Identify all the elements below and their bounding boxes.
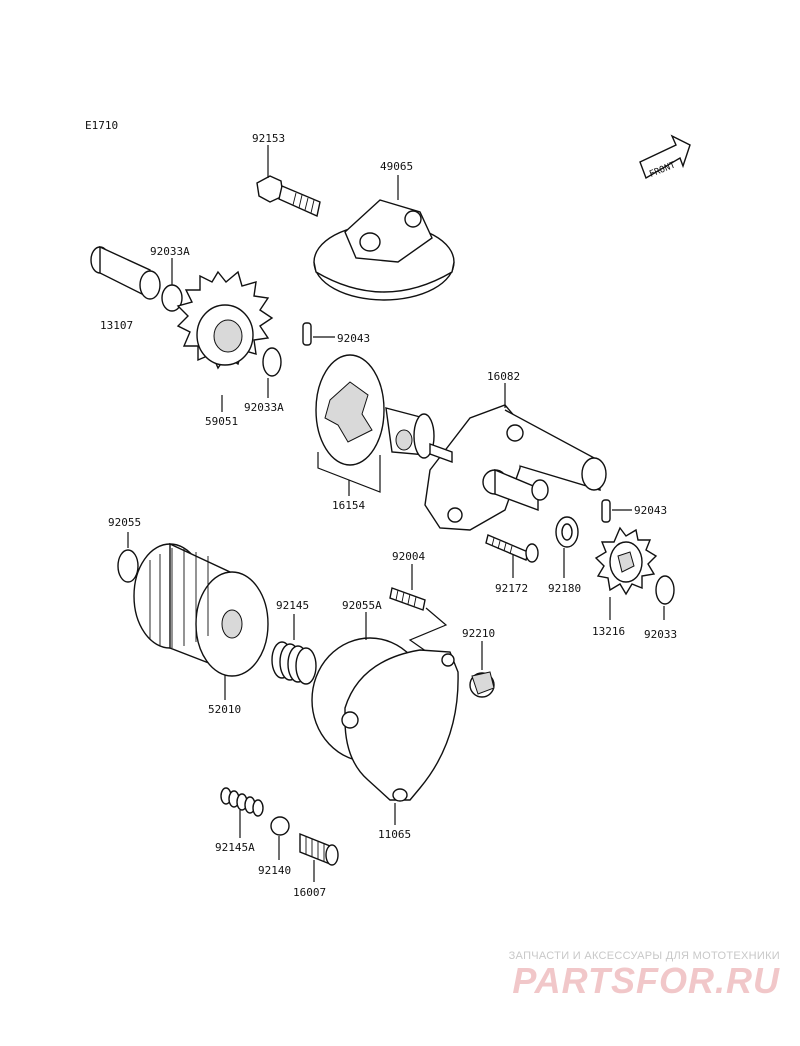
label-92145a: 92145A	[215, 841, 255, 854]
cover-11065	[341, 649, 459, 802]
label-92055a: 92055A	[342, 599, 382, 612]
pump-body-16082	[424, 404, 607, 531]
label-92145: 92145	[276, 599, 309, 612]
label-92033: 92033	[644, 628, 677, 641]
oring-92055	[117, 549, 139, 583]
label-52010: 52010	[208, 703, 241, 716]
filter-52010	[133, 542, 269, 677]
screw-92172	[485, 534, 539, 563]
rotor-set-16154	[315, 354, 435, 466]
label-92055: 92055	[108, 516, 141, 529]
washer-92180-hole	[561, 523, 573, 541]
shaft-13107	[90, 245, 161, 300]
label-16007: 16007	[293, 886, 326, 899]
label-92153: 92153	[252, 132, 285, 145]
ball-92140	[270, 816, 290, 836]
diagram-code: E1710	[85, 119, 118, 132]
label-92043-top: 92043	[337, 332, 370, 345]
gear-13216	[594, 526, 658, 596]
label-92172: 92172	[495, 582, 528, 595]
label-49065: 49065	[380, 160, 413, 173]
label-92180: 92180	[548, 582, 581, 595]
gear-59051	[176, 270, 274, 370]
pin-92043-right	[601, 499, 611, 523]
label-16082: 16082	[487, 370, 520, 383]
circlip-92033a-bot	[262, 347, 282, 377]
label-92004: 92004	[392, 550, 425, 563]
label-11065: 11065	[378, 828, 411, 841]
label-92033a-bot: 92033A	[244, 401, 284, 414]
capnut-92210	[469, 671, 495, 698]
leader	[408, 607, 448, 655]
cap-49065	[313, 199, 455, 301]
spring-92145a	[220, 787, 264, 817]
label-92033a-top: 92033A	[150, 245, 190, 258]
circlip-92033	[655, 575, 675, 605]
watermark-tagline: ЗАПЧАСТИ И АКСЕССУАРЫ ДЛЯ МОТОТЕХНИКИ	[508, 950, 780, 962]
label-92043-right: 92043	[634, 504, 667, 517]
label-92210: 92210	[462, 627, 495, 640]
label-92140: 92140	[258, 864, 291, 877]
watermark: ЗАПЧАСТИ И АКСЕССУАРЫ ДЛЯ МОТОТЕХНИКИ PA…	[509, 950, 780, 1000]
label-59051: 59051	[205, 415, 238, 428]
pin-92043-top	[302, 322, 312, 346]
label-16154: 16154	[332, 499, 365, 512]
spring-92145	[271, 641, 317, 685]
label-13107: 13107	[100, 319, 133, 332]
bolt-92153	[256, 175, 321, 217]
front-arrow-icon: FRONT	[639, 134, 691, 180]
stud-92004	[389, 587, 426, 611]
label-13216: 13216	[592, 625, 625, 638]
plug-16007	[299, 832, 339, 866]
watermark-logo: PARTSFOR.RU	[512, 960, 780, 1001]
